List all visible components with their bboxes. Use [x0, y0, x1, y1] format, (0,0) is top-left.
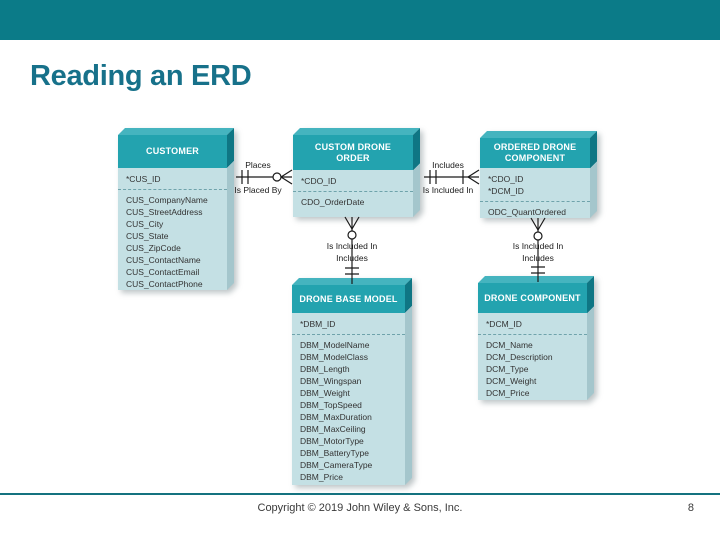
entity-3d-top-face	[293, 128, 420, 135]
optionality-circle-icon	[533, 231, 543, 241]
attribute-row: CUS_CompanyName	[126, 195, 208, 205]
attribute-section: DCM_Name DCM_Description DCM_Type DCM_We…	[478, 335, 587, 399]
entity-title: CUSTOM DRONE ORDER	[293, 135, 413, 170]
pk-section: *DCM_ID	[478, 313, 587, 335]
attribute-row: DBM_MotorType	[300, 436, 364, 446]
pk-attribute: *DBM_ID	[300, 319, 336, 329]
attribute-row: CUS_State	[126, 231, 169, 241]
attribute-row: DBM_ModelClass	[300, 352, 369, 362]
attribute-row: CUS_ContactEmail	[126, 267, 200, 277]
entity-face: CUSTOMER *CUS_ID CUS_CompanyName CUS_Str…	[118, 135, 227, 290]
attribute-row: DBM_CameraType	[300, 460, 373, 470]
entity-3d-right-face	[405, 278, 412, 485]
entity-body: *CDO_ID *DCM_ID ODC_QuantOrdered	[480, 168, 590, 218]
attribute-row: DCM_Weight	[486, 376, 537, 386]
attribute-row: DBM_MaxDuration	[300, 412, 372, 422]
attribute-row: DBM_MaxCeiling	[300, 424, 366, 434]
slide-top-band	[0, 0, 720, 40]
relationship-label: Places	[245, 160, 271, 170]
entity-body: *DBM_ID DBM_ModelName DBM_ModelClass DBM…	[292, 313, 405, 485]
pk-section: *CUS_ID	[118, 168, 227, 190]
crows-foot-icon	[280, 169, 293, 185]
entity-drone-component: DRONE COMPONENT *DCM_ID DCM_Name DCM_Des…	[478, 276, 594, 400]
entity-title: CUSTOMER	[118, 135, 227, 168]
entity-title: DRONE BASE MODEL	[292, 285, 405, 313]
cardinality-one-ticks-icon	[531, 266, 545, 274]
entity-body: *CUS_ID CUS_CompanyName CUS_StreetAddres…	[118, 168, 227, 290]
relationship-label: Is Included In	[422, 185, 474, 195]
relationship-label: Includes	[336, 253, 368, 263]
crows-foot-icon	[530, 217, 546, 231]
attribute-row: CUS_ContactPhone	[126, 279, 203, 289]
attribute-section: ODC_QuantOrdered	[480, 202, 590, 218]
pk-section: *CDO_ID *DCM_ID	[480, 168, 590, 202]
attribute-row: CUS_ContactName	[126, 255, 201, 265]
cardinality-one-ticks-icon	[345, 267, 359, 275]
attribute-row: DBM_TopSpeed	[300, 400, 362, 410]
footer-divider	[0, 493, 720, 495]
entity-3d-right-face	[227, 128, 234, 290]
entity-face: DRONE COMPONENT *DCM_ID DCM_Name DCM_Des…	[478, 283, 587, 400]
attribute-row: DCM_Name	[486, 340, 533, 350]
entity-face: CUSTOM DRONE ORDER *CDO_ID CDO_OrderDate	[293, 135, 413, 217]
entity-3d-top-face	[118, 128, 234, 135]
attribute-row: DBM_Weight	[300, 388, 350, 398]
page-number: 8	[687, 502, 694, 514]
pk-attribute: *CUS_ID	[126, 174, 161, 184]
attribute-row: CDO_OrderDate	[301, 197, 365, 207]
optionality-circle-icon	[347, 230, 357, 240]
crows-foot-icon	[467, 169, 480, 185]
entity-3d-right-face	[587, 276, 594, 400]
attribute-row: CUS_StreetAddress	[126, 207, 203, 217]
entity-3d-top-face	[292, 278, 412, 285]
crows-foot-icon	[344, 216, 360, 230]
pk-attribute: *CDO_ID	[301, 176, 337, 186]
attribute-row: CUS_ZipCode	[126, 243, 181, 253]
attribute-row: DCM_Price	[486, 388, 530, 398]
cardinality-one-ticks-icon	[429, 170, 437, 184]
pk-attribute: *CDO_ID	[488, 174, 524, 184]
optionality-circle-icon	[272, 172, 282, 182]
relationship-label: Is Placed By	[234, 185, 282, 195]
relationship-label: Includes	[522, 253, 554, 263]
attribute-section: CDO_OrderDate	[293, 192, 413, 208]
entity-custom-drone-order: CUSTOM DRONE ORDER *CDO_ID CDO_OrderDate	[293, 128, 420, 217]
entity-3d-right-face	[590, 131, 597, 218]
attribute-row: DBM_ModelName	[300, 340, 370, 350]
entity-body: *DCM_ID DCM_Name DCM_Description DCM_Typ…	[478, 313, 587, 400]
attribute-row: DCM_Description	[486, 352, 553, 362]
relationship-label: Is Included In	[326, 241, 378, 251]
attribute-row: DBM_Wingspan	[300, 376, 362, 386]
attribute-row: ODC_QuantOrdered	[488, 207, 566, 217]
relationship-label: Is Included In	[512, 241, 564, 251]
attribute-section: CUS_CompanyName CUS_StreetAddress CUS_Ci…	[118, 190, 227, 290]
entity-3d-right-face	[413, 128, 420, 217]
entity-body: *CDO_ID CDO_OrderDate	[293, 170, 413, 217]
attribute-section: DBM_ModelName DBM_ModelClass DBM_Length …	[292, 335, 405, 483]
entity-3d-top-face	[478, 276, 594, 283]
relationship-label: Includes	[432, 160, 464, 170]
attribute-row: DBM_BatteryType	[300, 448, 369, 458]
pk-section: *CDO_ID	[293, 170, 413, 192]
cardinality-one-ticks-icon	[241, 170, 249, 184]
attribute-row: DBM_Price	[300, 472, 343, 482]
pk-attribute: *DCM_ID	[486, 319, 522, 329]
entity-3d-top-face	[480, 131, 597, 138]
attribute-row: CUS_City	[126, 219, 164, 229]
attribute-row: DBM_Length	[300, 364, 350, 374]
entity-title: ORDERED DRONE COMPONENT	[480, 138, 590, 168]
entity-ordered-drone-component: ORDERED DRONE COMPONENT *CDO_ID *DCM_ID …	[480, 131, 597, 218]
entity-title: DRONE COMPONENT	[478, 283, 587, 313]
entity-face: ORDERED DRONE COMPONENT *CDO_ID *DCM_ID …	[480, 138, 590, 218]
attribute-row: DCM_Type	[486, 364, 529, 374]
pk-section: *DBM_ID	[292, 313, 405, 335]
entity-face: DRONE BASE MODEL *DBM_ID DBM_ModelName D…	[292, 285, 405, 485]
page-title: Reading an ERD	[30, 60, 252, 92]
entity-customer: CUSTOMER *CUS_ID CUS_CompanyName CUS_Str…	[118, 128, 234, 290]
footer-copyright: Copyright © 2019 John Wiley & Sons, Inc.	[257, 502, 463, 514]
pk-attribute: *DCM_ID	[488, 186, 524, 196]
entity-drone-base-model: DRONE BASE MODEL *DBM_ID DBM_ModelName D…	[292, 278, 412, 485]
